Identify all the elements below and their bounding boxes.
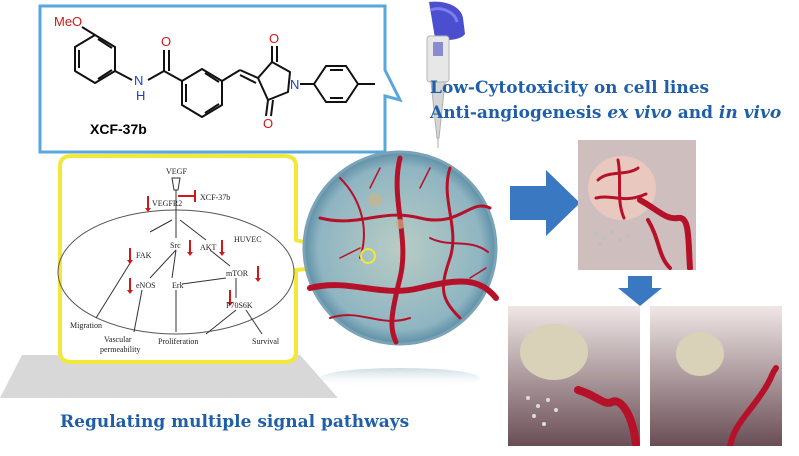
arrow-right-icon [510,170,580,236]
headline-in-vivo: in vivo [718,103,782,123]
headline-line2-mid: and [671,103,719,123]
inhibitor-label: XCF-37b [200,193,230,202]
erk-label: Erk [172,281,184,290]
fak-label: FAK [136,251,152,260]
tumor-shrinking-image [508,306,640,446]
compound-name: XCF-37b [90,121,147,137]
akt-label: AKT [200,243,217,252]
footer-caption: Regulating multiple signal pathways [60,412,410,432]
headline-ex-vivo: ex vivo [607,103,672,123]
imide-o-top-label: O [269,31,279,46]
migration-label: Migration [70,321,102,330]
vegfr2-label: VEGFR2 [152,199,182,208]
vascular-label: Vascular [104,335,132,344]
vegf-label: VEGF [166,167,187,176]
amide-h-label: H [136,88,145,103]
permeability-label: permeability [100,345,140,354]
src-label: Src [170,241,181,250]
methoxy-label: MeO [54,14,82,29]
headline-line2-prefix: Anti-angiogenesis [430,103,608,123]
enos-label: eNOS [136,281,156,290]
tumor-regressed-image [650,306,782,446]
headline-line1: Low-Cytotoxicity on cell lines [430,78,710,98]
carbonyl-o-label: O [161,34,171,49]
pipette-icon [426,1,465,148]
headline-line2: Anti-angiogenesis ex vivo and in vivo [430,103,781,123]
p70s6k-label: P70S6K [226,301,253,310]
arrow-down-icon [618,276,662,306]
pathway-callout: VEGF VEGFR2 XCF-37b FAK Src AKT HUVEC eN… [0,154,379,398]
mtor-label: mTOR [226,269,249,278]
imide-o-bottom-label: O [263,116,273,131]
tumor-vascularized-image [578,140,696,270]
imide-n-label: N [290,77,299,92]
cam-vessel-lens [302,150,499,388]
survival-label: Survival [252,337,280,346]
amide-n-label: N [134,73,143,88]
proliferation-label: Proliferation [158,337,198,346]
huvec-label: HUVEC [234,235,262,244]
